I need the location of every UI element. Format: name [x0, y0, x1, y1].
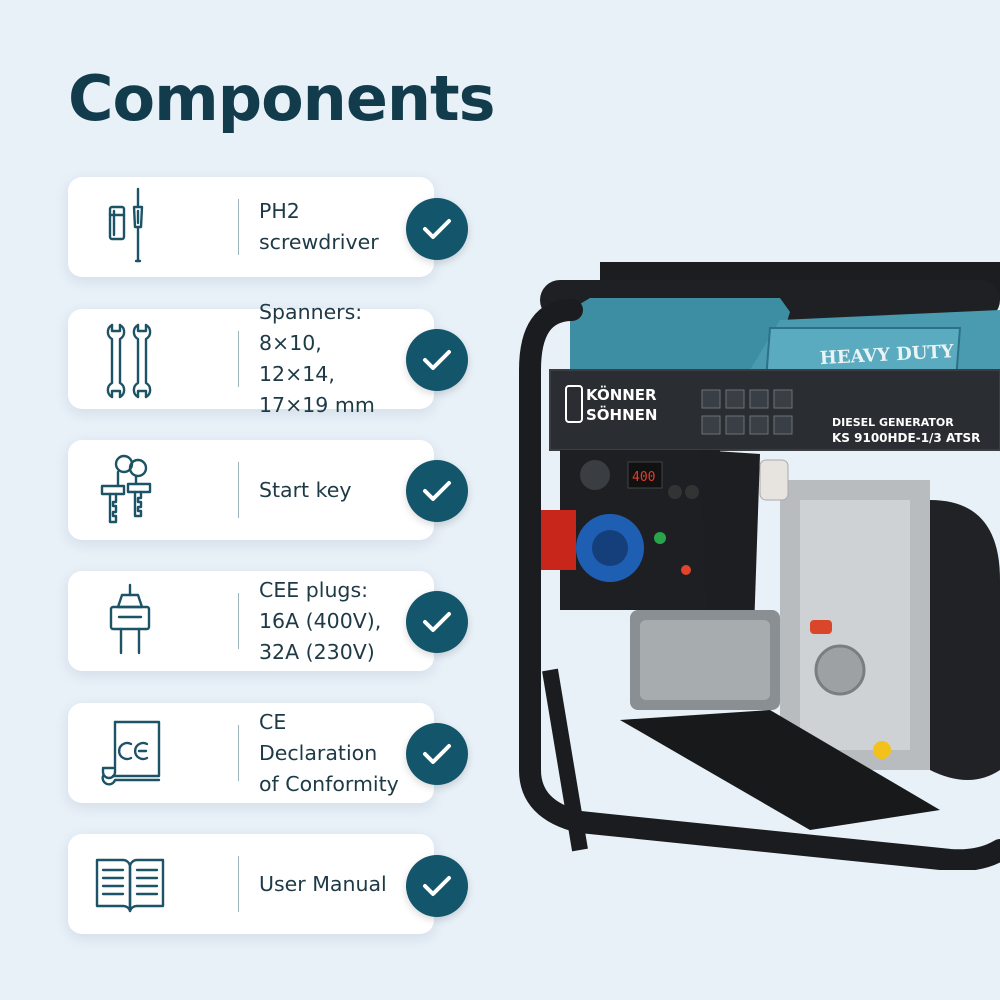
component-label: CE Declaration of Conformity — [259, 709, 399, 796]
card-divider — [238, 331, 239, 387]
generator-image: HEAVY DUTY KÖNNER SÖHNEN DIESEL GENERATO… — [510, 250, 1000, 872]
check-badge — [406, 198, 468, 260]
card-divider — [238, 199, 239, 255]
component-label: User Manual — [259, 871, 387, 896]
checkmark-icon — [423, 876, 451, 896]
checkmark-icon — [423, 481, 451, 501]
check-badge — [406, 723, 468, 785]
keys-icon — [90, 450, 170, 530]
page-title: Components — [68, 62, 496, 135]
check-badge — [406, 591, 468, 653]
card-divider — [238, 856, 239, 912]
component-card-screwdriver: PH2 screwdriver — [68, 177, 434, 277]
plug-icon — [90, 581, 170, 661]
component-label: Spanners: 8×10, 12×14, 17×19 mm — [259, 300, 375, 417]
svg-text:SÖHNEN: SÖHNEN — [586, 405, 657, 424]
ce-document-icon — [90, 713, 170, 793]
card-divider — [238, 462, 239, 518]
generator-type: DIESEL GENERATOR — [832, 416, 954, 429]
component-label: PH2 screwdriver — [259, 199, 379, 254]
book-icon — [90, 844, 170, 924]
screwdriver-icon — [90, 187, 170, 267]
component-label: Start key — [259, 477, 352, 502]
component-card-user-manual: User Manual — [68, 834, 434, 934]
svg-text:KÖNNER: KÖNNER — [586, 385, 657, 404]
component-card-ce-declaration: CE Declaration of Conformity — [68, 703, 434, 803]
checkmark-icon — [423, 612, 451, 632]
generator-model: KS 9100HDE-1/3 ATSR — [832, 431, 980, 445]
checkmark-icon — [423, 350, 451, 370]
spanners-icon — [90, 319, 170, 399]
check-badge — [406, 460, 468, 522]
component-card-spanners: Spanners: 8×10, 12×14, 17×19 mm — [68, 300, 434, 417]
card-divider — [238, 593, 239, 649]
check-badge — [406, 329, 468, 391]
component-label: CEE plugs: 16A (400V), 32A (230V) — [259, 577, 382, 664]
component-card-cee-plugs: CEE plugs: 16A (400V), 32A (230V) — [68, 571, 434, 671]
checkmark-icon — [423, 744, 451, 764]
svg-text:400: 400 — [632, 470, 655, 485]
card-divider — [238, 725, 239, 781]
check-badge — [406, 855, 468, 917]
checkmark-icon — [423, 219, 451, 239]
component-card-start-key: Start key — [68, 440, 434, 540]
